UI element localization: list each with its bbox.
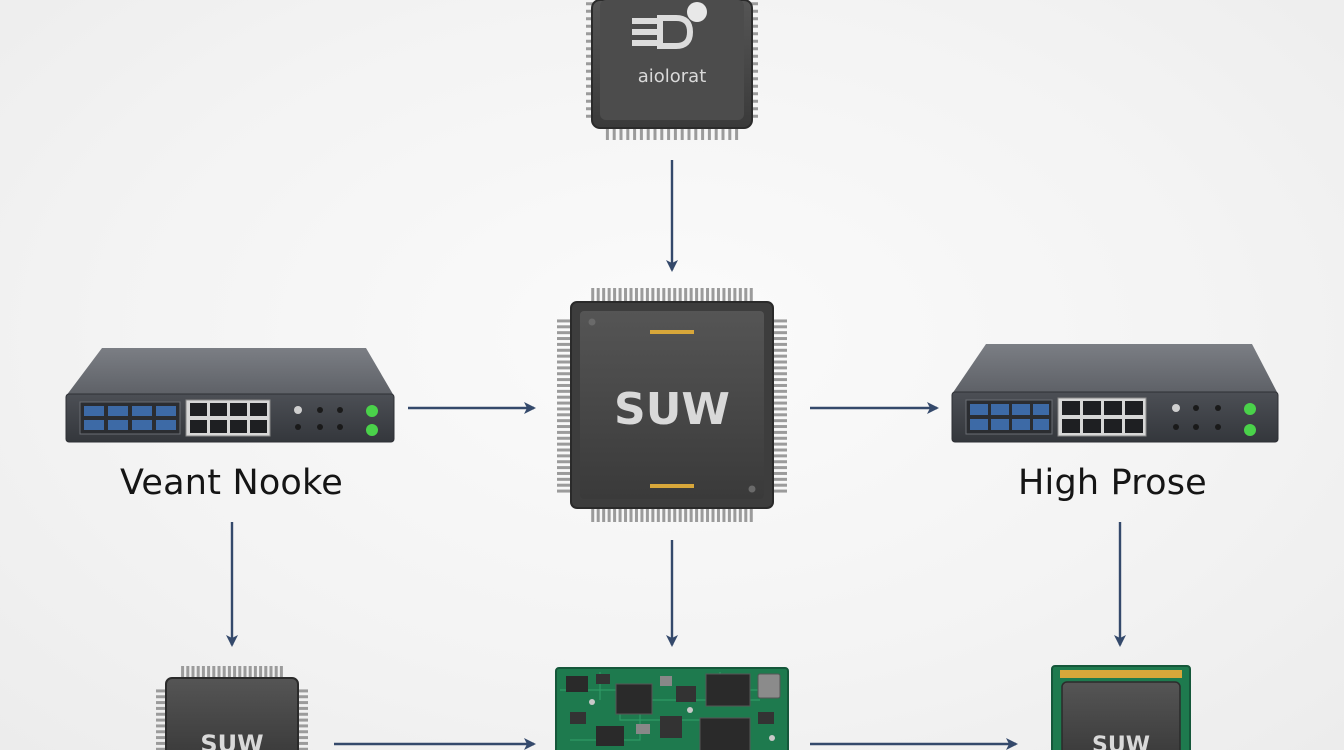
bottom-right-module-contacts bbox=[1060, 670, 1182, 678]
right-network-switch bbox=[951, 344, 1279, 443]
right-switch-led-icon bbox=[1244, 403, 1256, 415]
center-chip-mark-top bbox=[650, 330, 694, 334]
top-chip-logo-icon bbox=[632, 2, 707, 49]
center-chip: SUW bbox=[557, 288, 787, 522]
left-switch-sfp-ports bbox=[79, 401, 181, 435]
right-switch-ethernet-ports bbox=[1057, 397, 1147, 437]
bottom-right-module: SUW bbox=[1051, 665, 1191, 750]
bottom-center-circuit-board bbox=[555, 667, 789, 750]
bottom-right-module-text: SUW bbox=[1092, 733, 1150, 750]
right-switch-caption: High Prose bbox=[1018, 463, 1207, 503]
center-chip-text: SUW bbox=[614, 384, 730, 435]
left-switch-caption: Veant Nooke bbox=[120, 463, 344, 503]
center-chip-mark-bottom bbox=[650, 484, 694, 488]
left-switch-ethernet-ports bbox=[185, 399, 271, 437]
top-chip-text: aiolorat bbox=[638, 66, 707, 87]
connection-arrows bbox=[226, 160, 1126, 750]
bottom-left-chip-text: SUW bbox=[200, 730, 263, 750]
left-network-switch bbox=[65, 348, 395, 443]
top-chip: aiolorat bbox=[586, 0, 758, 140]
left-switch-led-icon bbox=[366, 405, 378, 417]
bottom-left-chip: SUW bbox=[156, 666, 308, 750]
center-chip-pins bbox=[557, 288, 787, 522]
bottom-left-chip-pins bbox=[156, 666, 308, 750]
right-switch-sfp-ports bbox=[965, 399, 1053, 435]
circuit-board-components bbox=[566, 673, 781, 750]
